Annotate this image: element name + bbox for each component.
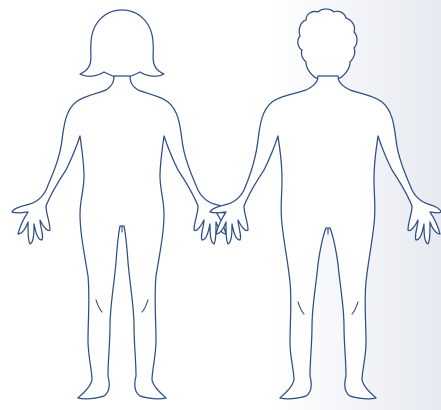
female-body [12,76,232,399]
male-head [298,9,357,78]
female-hair [80,10,164,77]
male-body-outline [210,9,441,399]
male-body [210,76,441,399]
female-body-outline [12,10,232,399]
